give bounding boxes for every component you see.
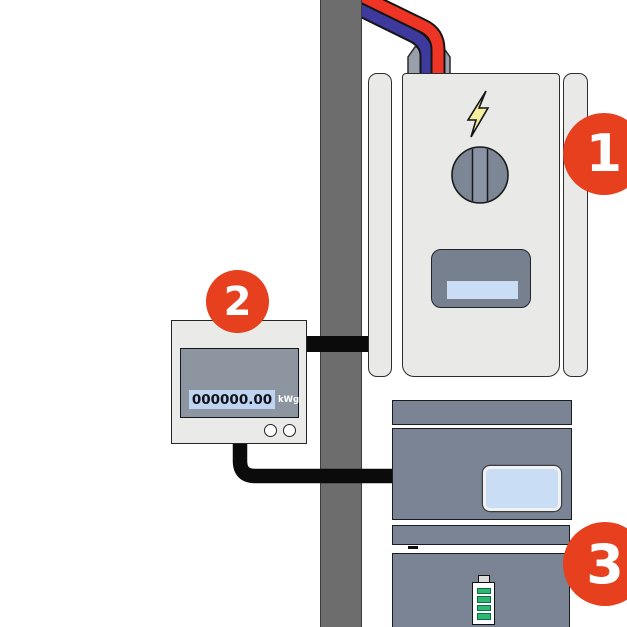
disconnect-display (431, 249, 531, 308)
meter-reading: 000000.00 (191, 391, 273, 408)
service-cable-red (357, 0, 444, 73)
utility-pole (320, 0, 362, 627)
meter-button-left (264, 424, 277, 437)
disconnect-display-screen (447, 281, 518, 299)
battery-unit-inverter (392, 428, 572, 520)
battery-icon-cap (477, 575, 490, 582)
disconnect-left-panel (368, 73, 392, 377)
meter-unit-label: kWg (278, 395, 300, 405)
callout-badge-meter: 2 (206, 270, 269, 333)
battery-unit-notch (408, 546, 418, 549)
battery-unit-cabinet (392, 553, 570, 627)
service-cable-red-outline (352, 0, 446, 73)
meter-reading-field: 000000.00 (189, 390, 275, 409)
cable-gland (407, 46, 451, 75)
battery-bar (476, 596, 491, 603)
battery-bar (476, 604, 491, 611)
battery-icon-body (472, 582, 495, 625)
battery-icon (472, 575, 495, 625)
battery-unit-mid-strip (392, 525, 570, 545)
callout-badge-battery: 3 (563, 522, 627, 606)
callout-badge-disconnect: 1 (563, 113, 627, 195)
battery-bar (476, 587, 491, 594)
battery-unit-top-strip (392, 400, 572, 425)
meter-display: 000000.00 kWg (180, 348, 299, 418)
electricity-meter: 000000.00 kWg (171, 320, 307, 444)
disconnect-body (402, 73, 560, 377)
battery-bar (476, 613, 491, 620)
meter-button-right (283, 424, 296, 437)
inverter-screen (483, 466, 561, 511)
